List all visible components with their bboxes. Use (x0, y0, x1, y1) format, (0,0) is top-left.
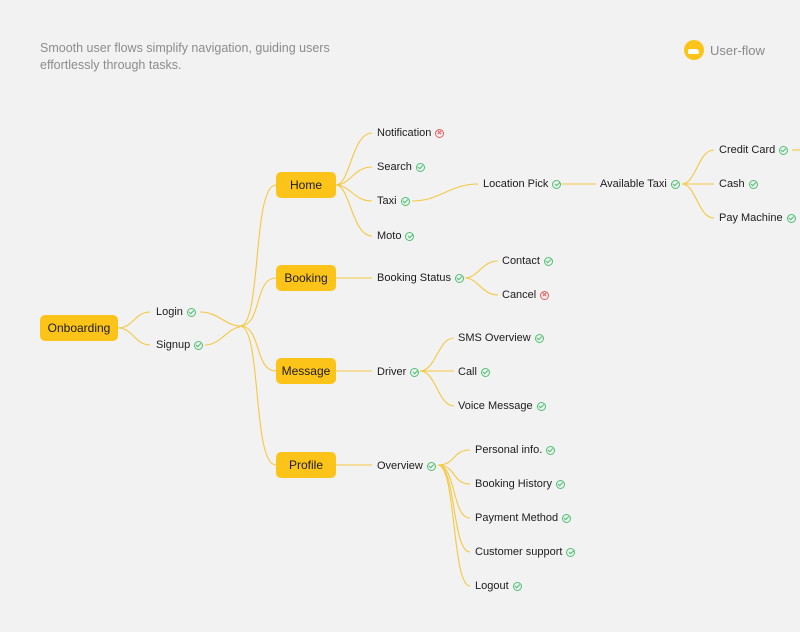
check-icon (405, 231, 415, 241)
logout-node: Logout (475, 578, 522, 594)
check-icon (786, 213, 796, 223)
driver-node: Driver (377, 364, 420, 380)
check-icon (536, 401, 546, 411)
booking-node: Booking (276, 265, 336, 291)
customer-support-node: Customer support (475, 544, 576, 560)
check-icon (415, 162, 425, 172)
check-icon (556, 479, 566, 489)
onboarding-node: Onboarding (40, 315, 118, 341)
check-icon (534, 333, 544, 343)
check-icon (546, 445, 556, 455)
call-node: Call (458, 364, 490, 380)
check-icon (562, 513, 572, 523)
booking-status-node: Booking Status (377, 270, 464, 286)
check-icon (552, 179, 562, 189)
login-node: Login (156, 304, 196, 320)
check-icon (455, 273, 464, 283)
cash-node: Cash (719, 176, 758, 192)
home-node: Home (276, 172, 336, 198)
location-pick-node: Location Pick (483, 176, 562, 192)
brand: User-flow (684, 40, 765, 60)
check-icon (566, 547, 576, 557)
check-icon (670, 179, 680, 189)
tagline: Smooth user flows simplify navigation, g… (40, 41, 330, 72)
overview-node: Overview (377, 458, 436, 474)
check-icon (480, 367, 490, 377)
search-node: Search (377, 159, 425, 175)
contact-node: Contact (502, 253, 553, 269)
check-icon (748, 179, 758, 189)
error-icon (540, 290, 550, 300)
voice-message-node: Voice Message (458, 398, 546, 414)
personal-info-node: Personal info. (475, 442, 556, 458)
payment-method-node: Payment Method (475, 510, 572, 526)
profile-node: Profile (276, 452, 336, 478)
taxi-logo-icon (684, 40, 704, 60)
taxi-node: Taxi (377, 193, 410, 209)
check-icon (426, 461, 436, 471)
error-icon (435, 128, 445, 138)
notification-node: Notification (377, 125, 445, 141)
available-taxi-node: Available Taxi (600, 176, 680, 192)
check-icon (186, 307, 196, 317)
brand-label: User-flow (710, 42, 765, 58)
check-icon (543, 256, 553, 266)
pay-machine-node: Pay Machine (719, 210, 796, 226)
check-icon (779, 145, 789, 155)
sms-overview-node: SMS Overview (458, 330, 544, 346)
check-icon (410, 367, 420, 377)
credit-card-node: Credit Card (719, 142, 789, 158)
check-icon (512, 581, 522, 591)
cancel-node: Cancel (502, 287, 550, 303)
check-icon (400, 196, 410, 206)
moto-node: Moto (377, 228, 415, 244)
signup-node: Signup (156, 337, 204, 353)
check-icon (194, 340, 204, 350)
booking-history-node: Booking History (475, 476, 566, 492)
message-node: Message (276, 358, 336, 384)
